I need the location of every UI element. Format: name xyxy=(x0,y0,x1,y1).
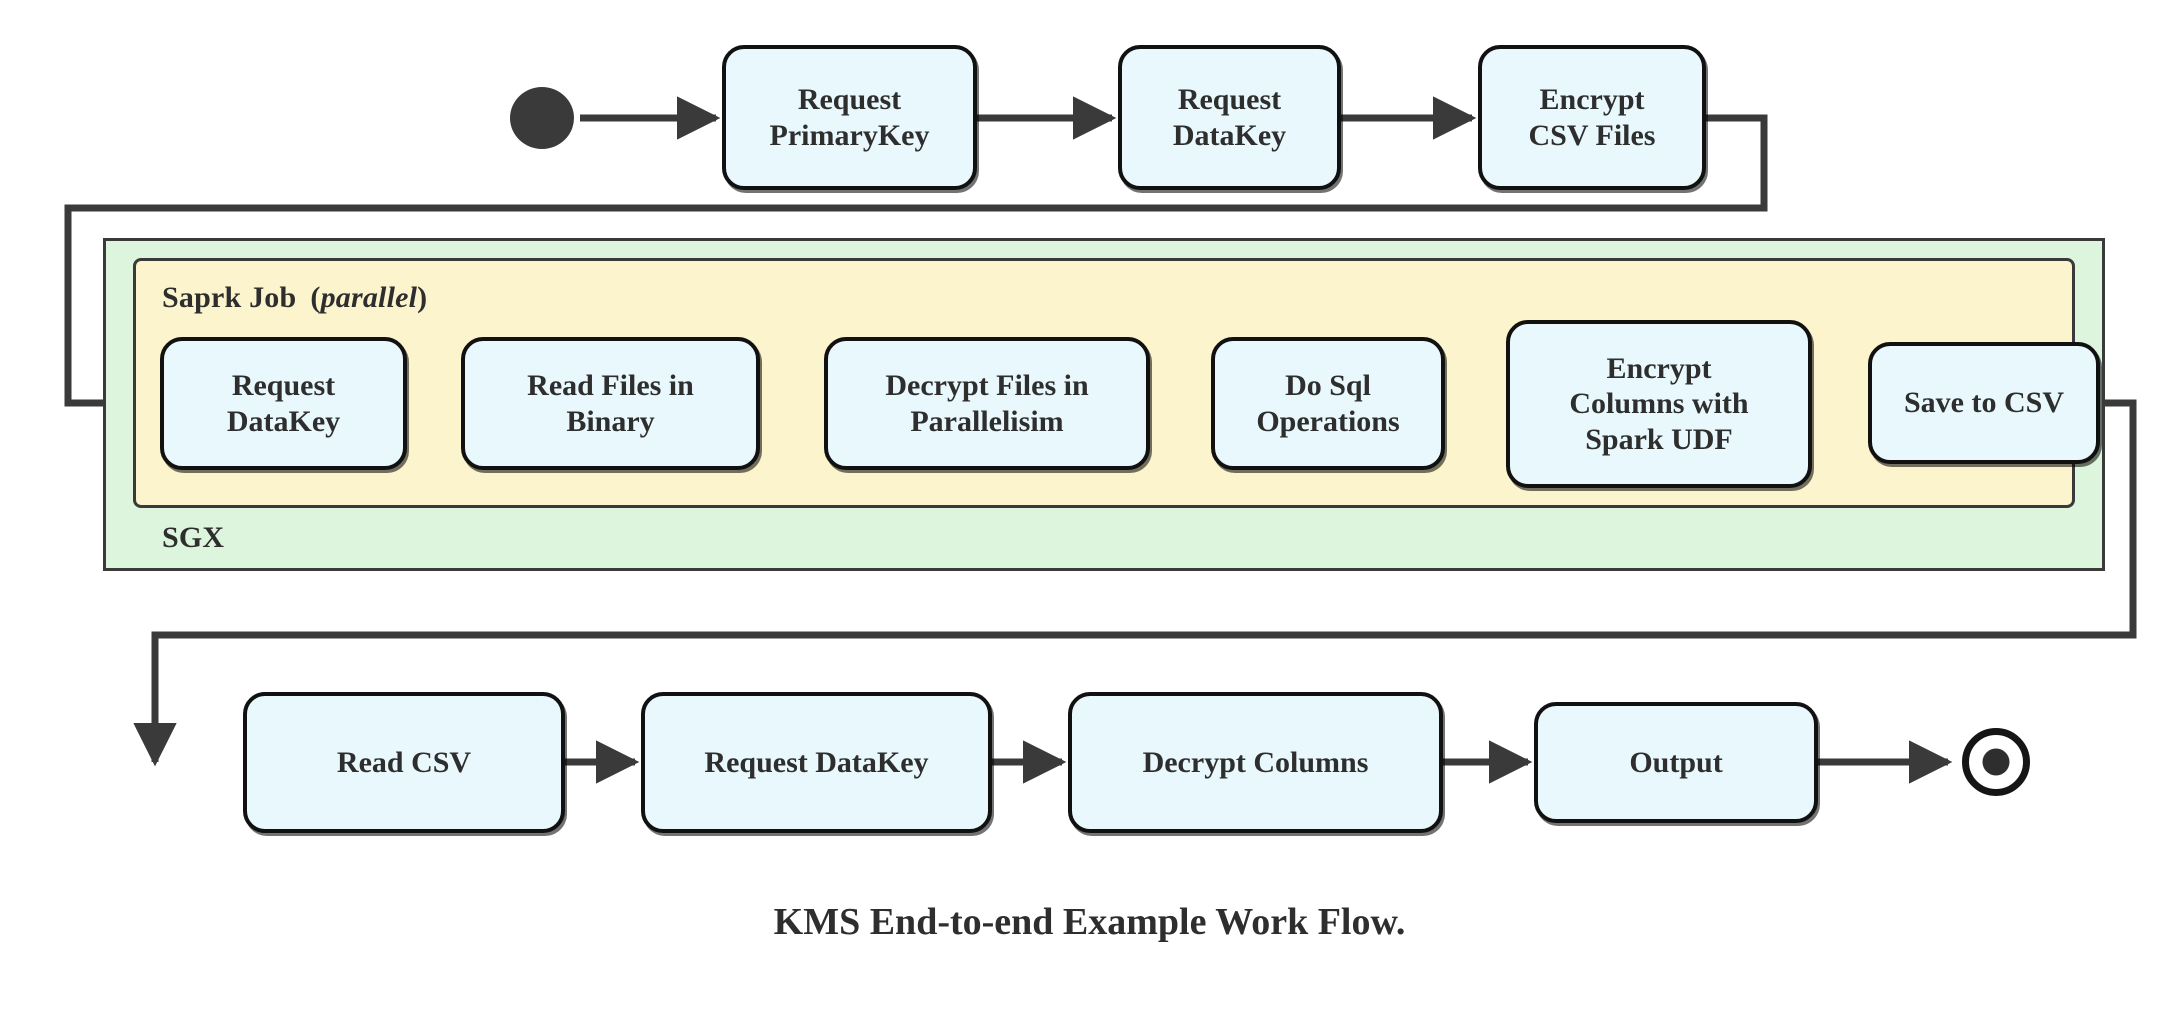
node-line: DataKey xyxy=(226,404,341,438)
node-request-datakey-out[interactable]: Request DataKey xyxy=(641,692,992,833)
node-line: Operations xyxy=(1256,404,1400,438)
node-output[interactable]: Output xyxy=(1534,702,1818,823)
node-line: Encrypt xyxy=(1539,83,1645,117)
node-line: Columns with xyxy=(1569,387,1749,421)
node-request-datakey-top[interactable]: Request DataKey xyxy=(1118,45,1341,190)
node-read-csv[interactable]: Read CSV xyxy=(243,692,565,833)
diagram-caption: KMS End-to-end Example Work Flow. xyxy=(0,900,2179,944)
node-decrypt-columns[interactable]: Decrypt Columns xyxy=(1068,692,1443,833)
node-line: Request xyxy=(231,369,336,403)
node-line: Binary xyxy=(566,404,655,438)
spark-label-italic: parallel xyxy=(320,281,418,314)
node-read-files-in-binary[interactable]: Read Files in Binary xyxy=(461,337,760,470)
node-line: Request xyxy=(1177,83,1282,117)
node-save-to-csv[interactable]: Save to CSV xyxy=(1868,342,2100,464)
node-line: DataKey xyxy=(1172,118,1287,152)
node-line: Encrypt xyxy=(1606,351,1712,385)
node-line: Request xyxy=(797,83,902,117)
node-line: Decrypt Columns xyxy=(1142,745,1369,779)
node-do-sql-operations[interactable]: Do Sql Operations xyxy=(1211,337,1445,470)
node-line: Spark UDF xyxy=(1585,422,1733,456)
node-line: Request DataKey xyxy=(704,745,929,779)
node-request-primarykey[interactable]: Request PrimaryKey xyxy=(722,45,977,190)
node-line: PrimaryKey xyxy=(769,118,930,152)
sgx-label-text: SGX xyxy=(162,521,225,554)
node-line: Do Sql xyxy=(1285,369,1371,403)
node-encrypt-columns-with-spark-udf[interactable]: Encrypt Columns with Spark UDF xyxy=(1506,320,1812,488)
spark-label-paren-close: ) xyxy=(417,281,428,314)
node-line: Read Files in xyxy=(527,369,694,403)
node-decrypt-files-in-parallelisim[interactable]: Decrypt Files in Parallelisim xyxy=(824,337,1150,470)
node-line: Save to CSV xyxy=(1903,386,2064,420)
spark-label-text: Saprk Job xyxy=(162,281,297,314)
node-encrypt-csv-files[interactable]: Encrypt CSV Files xyxy=(1478,45,1706,190)
node-line: Decrypt Files in xyxy=(885,369,1089,403)
node-request-datakey-spark[interactable]: Request DataKey xyxy=(160,337,407,470)
caption-text: KMS End-to-end Example Work Flow. xyxy=(773,901,1406,943)
node-line: Parallelisim xyxy=(910,404,1064,438)
start-node xyxy=(510,87,574,149)
node-line: CSV Files xyxy=(1528,118,1656,152)
container-sgx-label: SGX xyxy=(162,521,224,555)
end-node xyxy=(1962,728,2030,796)
node-line: Output xyxy=(1629,745,1723,779)
node-line: Read CSV xyxy=(336,745,472,779)
spark-label-paren-open: ( xyxy=(310,281,321,314)
container-spark-job-label: Saprk Job (parallel) xyxy=(162,281,427,315)
